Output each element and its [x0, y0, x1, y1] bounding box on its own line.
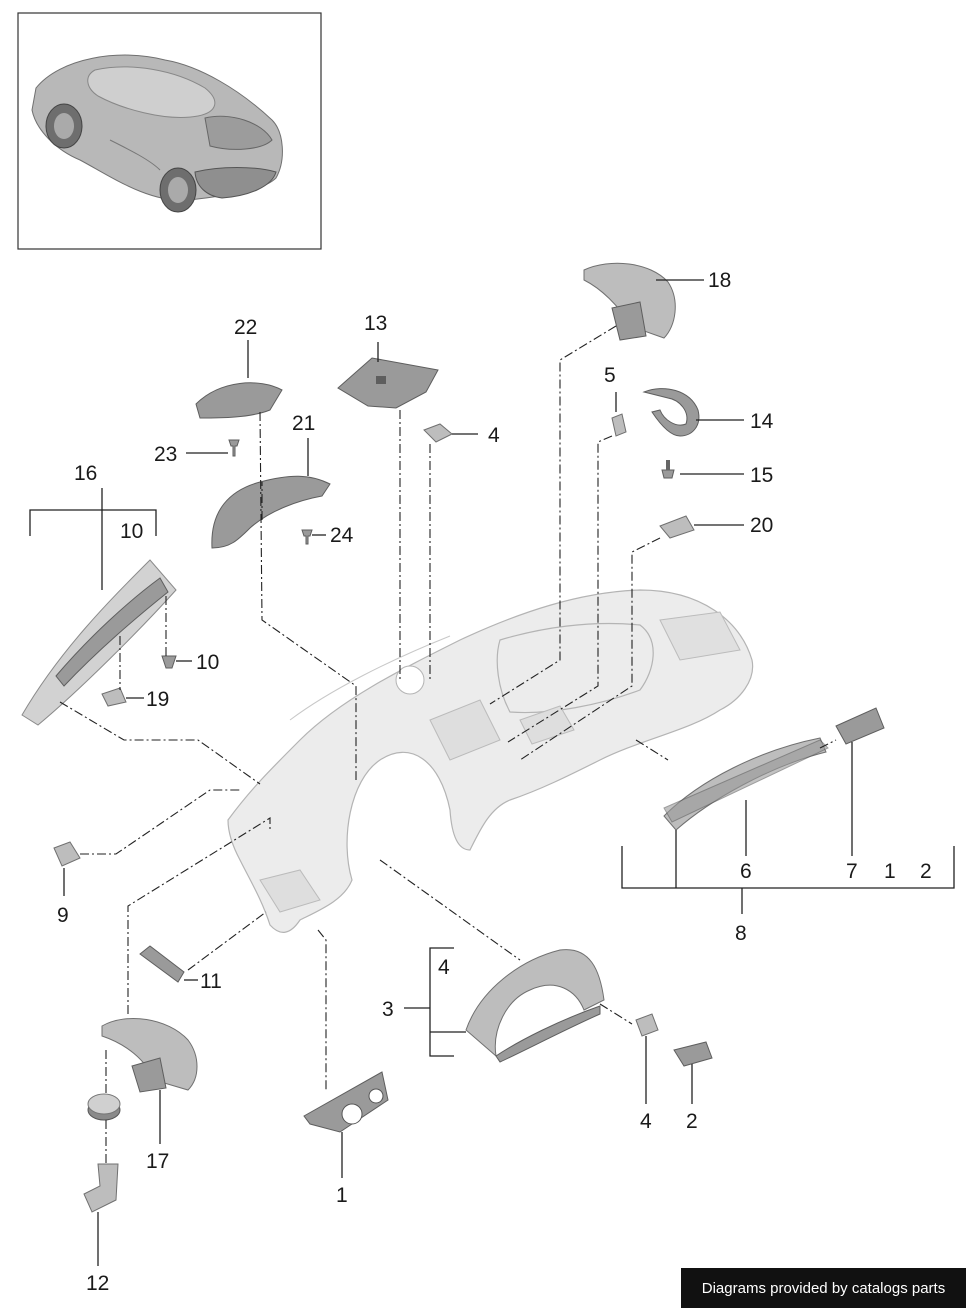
callout-12: 12: [86, 1272, 109, 1295]
callout-4-lower: 4: [640, 1110, 652, 1133]
callout-1: 1: [336, 1184, 348, 1207]
callout-17: 17: [146, 1150, 169, 1173]
part-22-cover: [195, 382, 283, 419]
callout-10: 10: [196, 651, 219, 674]
callout-2: 2: [686, 1110, 698, 1133]
callout-13: 13: [364, 312, 387, 335]
part-7-module: [835, 707, 885, 745]
callout-22: 22: [234, 316, 257, 339]
part-9-clip: [53, 841, 81, 867]
callout-19: 19: [146, 688, 169, 711]
part-19-bracket: [101, 687, 127, 707]
callout-1-group: 1: [884, 860, 896, 883]
callout-14: 14: [750, 410, 774, 433]
callout-20: 20: [750, 514, 773, 537]
callout-4-bracket: 4: [438, 956, 450, 979]
part-4-clip-lower: [635, 1013, 659, 1037]
callout-labels: 18 22 13 5 14 21 4 23 16 15 20 10 24 10 …: [57, 269, 932, 1295]
part-15-screw: [661, 460, 675, 479]
car-thumbnail: [17, 12, 322, 250]
callout-3: 3: [382, 998, 394, 1021]
part-11-strip: [139, 945, 185, 983]
callout-21: 21: [292, 412, 315, 435]
part-1-trim: [303, 1071, 389, 1133]
part-18-vent: [583, 262, 676, 341]
callout-4-upper: 4: [488, 424, 500, 447]
part-4-clip-upper: [423, 423, 453, 443]
part-12-bracket: [83, 1163, 119, 1213]
callout-24: 24: [330, 524, 354, 547]
part-17-knob: [87, 1093, 121, 1121]
callout-18: 18: [708, 269, 731, 292]
callout-6: 6: [740, 860, 752, 883]
dashboard-carrier: [227, 589, 754, 933]
guide-lines: [59, 325, 837, 1164]
callout-11: 11: [200, 970, 222, 993]
part-3-surround: [465, 949, 605, 1063]
part-16-trim: [21, 559, 177, 726]
callout-9: 9: [57, 904, 69, 927]
part-10-clip: [161, 655, 177, 669]
part-2-switch: [673, 1041, 713, 1067]
part-17-vent: [101, 1018, 198, 1093]
part-24-screw: [301, 529, 313, 545]
part-14-ring: [642, 388, 700, 437]
callout-2-group: 2: [920, 860, 932, 883]
part-23-screw: [228, 439, 240, 457]
part-5-clip: [611, 413, 627, 437]
part-20-clip: [659, 515, 695, 539]
callout-16: 16: [74, 462, 97, 485]
part-6-cluster: [663, 737, 829, 831]
callout-15: 15: [750, 464, 773, 487]
credit-banner: Diagrams provided by catalogs parts: [681, 1268, 966, 1308]
callout-8: 8: [735, 922, 747, 945]
car-illustration: [31, 54, 283, 213]
part-13-plate: [337, 357, 439, 409]
credit-text: Diagrams provided by catalogs parts: [701, 1279, 946, 1297]
callout-7: 7: [846, 860, 858, 883]
callout-10-bracket: 10: [120, 520, 143, 543]
leader-lines: [29, 279, 955, 1266]
callout-23: 23: [154, 443, 177, 466]
callout-5: 5: [604, 364, 616, 387]
part-21-panel: [211, 475, 331, 549]
